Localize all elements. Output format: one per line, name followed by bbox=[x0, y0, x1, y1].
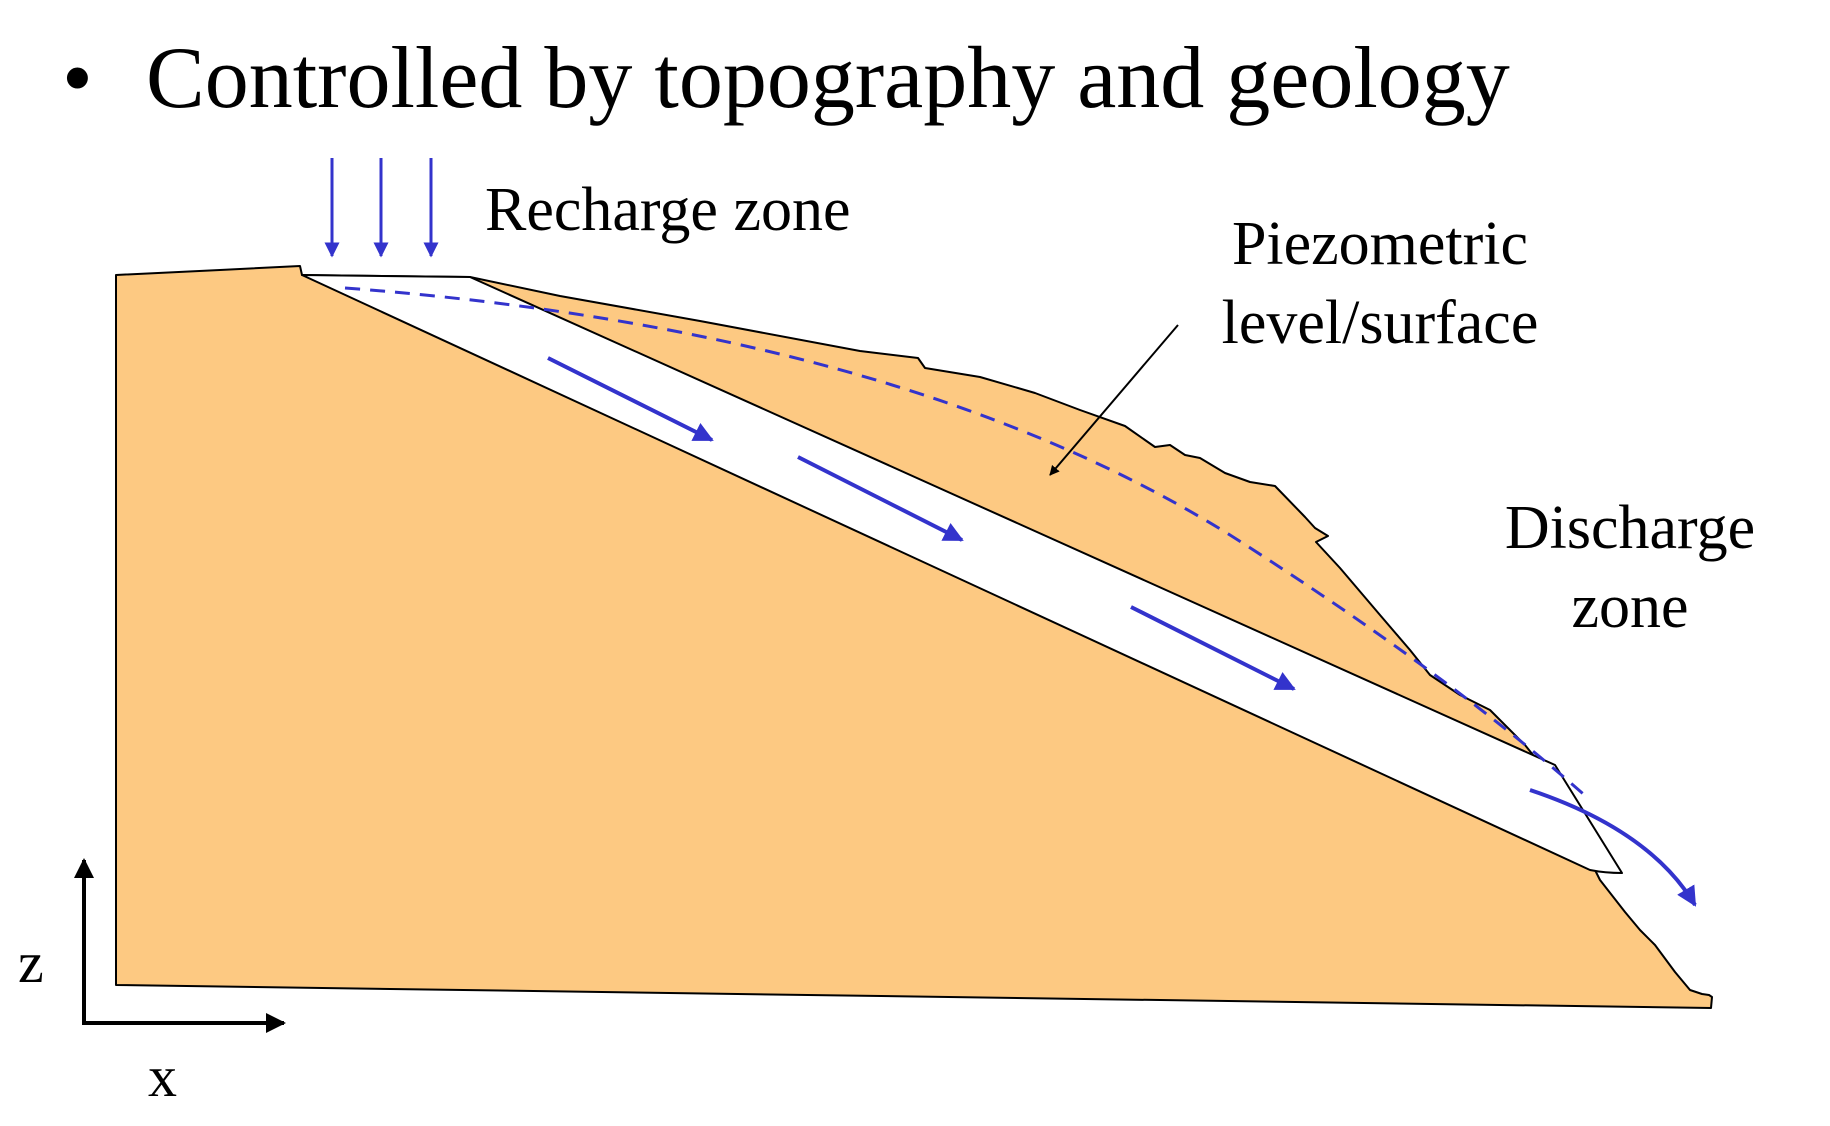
piezometric-pointer-arrow bbox=[1049, 324, 1179, 476]
aquifer-layer bbox=[301, 274, 1623, 874]
discharge-arrow bbox=[1529, 788, 1697, 907]
flow-arrow bbox=[797, 455, 964, 542]
discharge-label-line1: Discharge bbox=[1505, 494, 1755, 562]
piezometric-label-line1: Piezometric bbox=[1232, 210, 1528, 278]
recharge-zone-label: Recharge zone bbox=[485, 176, 851, 244]
z-axis-label: z bbox=[18, 930, 44, 995]
x-axis-label: x bbox=[148, 1044, 177, 1109]
discharge-label-line2: zone bbox=[1571, 573, 1688, 641]
heading: • Controlled by topography and geology bbox=[62, 28, 1510, 129]
piezometric-surface-line bbox=[344, 286, 1591, 802]
flow-arrow bbox=[547, 356, 714, 442]
flow-arrow bbox=[1130, 605, 1296, 691]
heading-text: Controlled by topography and geology bbox=[146, 30, 1510, 127]
piezometric-label-line2: level/surface bbox=[1222, 289, 1539, 357]
terrain-body bbox=[115, 265, 1713, 1009]
bullet-icon: • bbox=[62, 30, 93, 127]
